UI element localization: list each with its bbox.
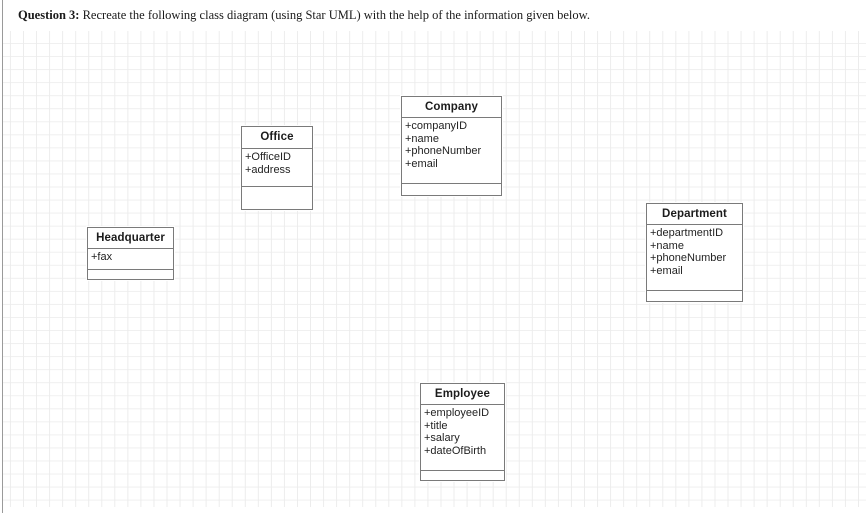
- uml-attributes-office: +OfficeID +address: [242, 149, 312, 187]
- uml-attribute: +phoneNumber: [405, 145, 482, 158]
- uml-attribute: +email: [405, 157, 438, 170]
- uml-operations-company: [402, 184, 501, 195]
- uml-operations-employee: [421, 471, 504, 480]
- uml-class-headquarter[interactable]: Headquarter +fax: [87, 227, 174, 280]
- uml-attribute: +fax: [91, 251, 113, 263]
- uml-operations-department: [647, 291, 742, 301]
- uml-attribute: +email: [650, 264, 683, 277]
- question-text: Recreate the following class diagram (us…: [79, 8, 590, 22]
- uml-class-name-office: Office: [242, 127, 312, 149]
- class-diagram-canvas[interactable]: Company +companyID +name +phoneNumber +e…: [3, 31, 866, 507]
- uml-class-name-department: Department: [647, 204, 742, 225]
- uml-attribute: +companyID: [405, 120, 468, 132]
- uml-attribute: +address: [245, 163, 291, 176]
- uml-class-name-employee: Employee: [421, 384, 504, 405]
- uml-attribute: +salary: [424, 432, 460, 445]
- uml-class-office[interactable]: Office +OfficeID +address: [241, 126, 313, 210]
- uml-attribute: +phoneNumber: [650, 252, 727, 265]
- uml-attribute: +departmentID: [650, 227, 724, 239]
- uml-attribute: +name: [405, 132, 439, 145]
- uml-attribute: +employeeID: [424, 407, 490, 419]
- uml-class-company[interactable]: Company +companyID +name +phoneNumber +e…: [401, 96, 502, 196]
- uml-class-department[interactable]: Department +departmentID +name +phoneNum…: [646, 203, 743, 302]
- uml-class-employee[interactable]: Employee +employeeID +title +salary +dat…: [420, 383, 505, 481]
- uml-attributes-employee: +employeeID +title +salary +dateOfBirth: [421, 405, 504, 471]
- question-label: Question 3:: [18, 8, 80, 22]
- page-left-edge-rule: [2, 0, 3, 513]
- uml-attribute: +OfficeID: [245, 151, 291, 163]
- uml-class-name-headquarter: Headquarter: [88, 228, 173, 249]
- uml-attributes-company: +companyID +name +phoneNumber +email: [402, 118, 501, 184]
- uml-attribute: +dateOfBirth: [424, 444, 487, 457]
- question-prompt: Question 3: Recreate the following class…: [18, 8, 848, 23]
- uml-attribute: +name: [650, 239, 684, 252]
- uml-operations-office: [242, 187, 312, 209]
- uml-attributes-department: +departmentID +name +phoneNumber +email: [647, 225, 742, 291]
- uml-class-name-company: Company: [402, 97, 501, 118]
- uml-operations-headquarter: [88, 270, 173, 279]
- uml-attribute: +title: [424, 419, 448, 432]
- uml-attributes-headquarter: +fax: [88, 249, 173, 270]
